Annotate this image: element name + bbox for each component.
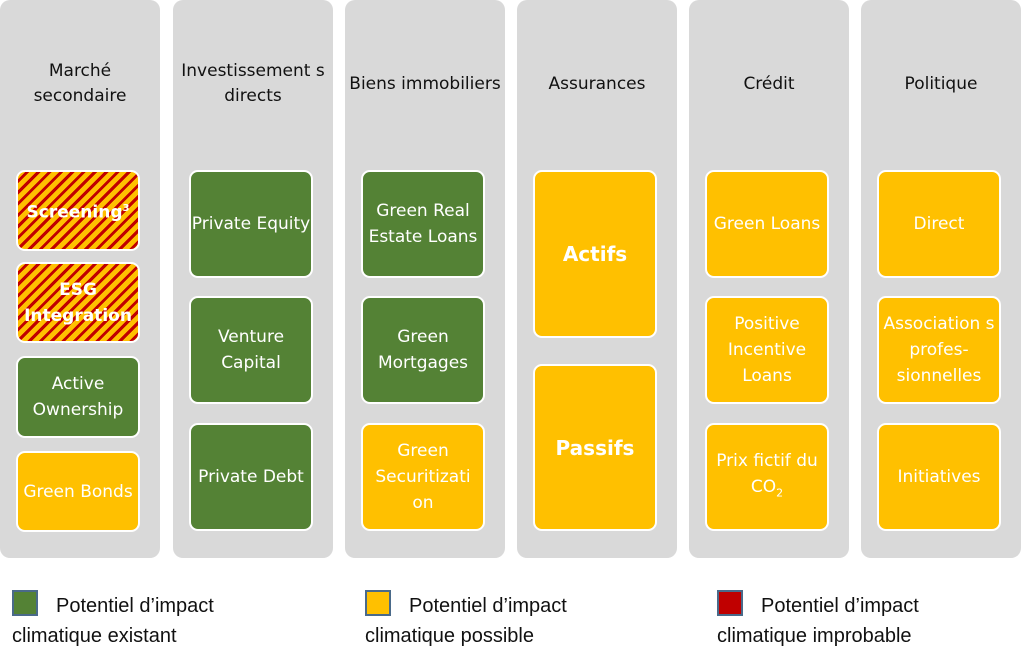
legend-item: Potentiel d’impact climatique possible	[365, 590, 635, 651]
category-box: ESG Integration	[16, 262, 140, 343]
category-box: Screening3	[16, 170, 140, 251]
column-title: Crédit	[743, 73, 795, 94]
column-title: Investissement s directs	[181, 61, 325, 106]
box-label: Green Securitizati on	[375, 441, 471, 513]
box-label: Screening	[26, 202, 123, 223]
legend-label: Potentiel d’impact climatique improbable	[717, 595, 919, 647]
category-box: Green Bonds	[16, 451, 140, 532]
box-label: Green Mortgages	[377, 327, 469, 373]
category-box: Prix fictif du CO2	[705, 423, 829, 531]
category-box: Private Equity	[189, 170, 313, 278]
column-title: Assurances	[548, 73, 646, 94]
column-title: Politique	[904, 73, 978, 94]
box-label: Passifs	[555, 435, 635, 460]
legend-label: Potentiel d’impact climatique possible	[365, 595, 567, 647]
subscript: 2	[776, 486, 784, 500]
legend-label: Potentiel d’impact climatique existant	[12, 595, 214, 647]
category-box: Green Mortgages	[361, 296, 485, 404]
box-label: ESG Integration	[24, 279, 132, 326]
category-box: Direct	[877, 170, 1001, 278]
category-box: Green Real Estate Loans	[361, 170, 485, 278]
box-label: Positive Incentive Loans	[727, 314, 807, 386]
box-label: Actifs	[562, 242, 628, 266]
legend-swatch	[717, 590, 743, 616]
box-label: Initiatives	[897, 467, 981, 487]
box-label: Green Bonds	[23, 481, 133, 502]
category-box: Private Debt	[189, 423, 313, 531]
category-box: Association s profes-sionnelles	[877, 296, 1001, 404]
column-title: Marché secondaire	[33, 61, 127, 106]
box-label: Green Real Estate Loans	[368, 201, 478, 247]
category-box: Green Loans	[705, 170, 829, 278]
box-label: Private Debt	[198, 467, 304, 487]
box-label: Venture Capital	[217, 327, 285, 373]
category-box: Passifs	[533, 364, 657, 531]
category-box: Positive Incentive Loans	[705, 296, 829, 404]
legend-swatch	[12, 590, 38, 616]
box-label: Active Ownership	[32, 374, 124, 420]
category-box: Green Securitizati on	[361, 423, 485, 531]
category-box: Active Ownership	[16, 356, 140, 438]
category-box: Venture Capital	[189, 296, 313, 404]
box-label: Prix fictif du CO	[716, 450, 818, 497]
box-label: Private Equity	[191, 214, 311, 234]
superscript: 3	[122, 202, 130, 214]
box-label: Direct	[913, 214, 965, 234]
legend-swatch	[365, 590, 391, 616]
box-label: Green Loans	[713, 214, 821, 234]
column-title: Biens immobiliers	[349, 73, 501, 94]
legend-item: Potentiel d’impact climatique existant	[12, 590, 282, 651]
category-box: Initiatives	[877, 423, 1001, 531]
legend-item: Potentiel d’impact climatique improbable	[717, 590, 987, 651]
box-label: Association s profes-sionnelles	[883, 314, 995, 386]
category-box: Actifs	[533, 170, 657, 338]
